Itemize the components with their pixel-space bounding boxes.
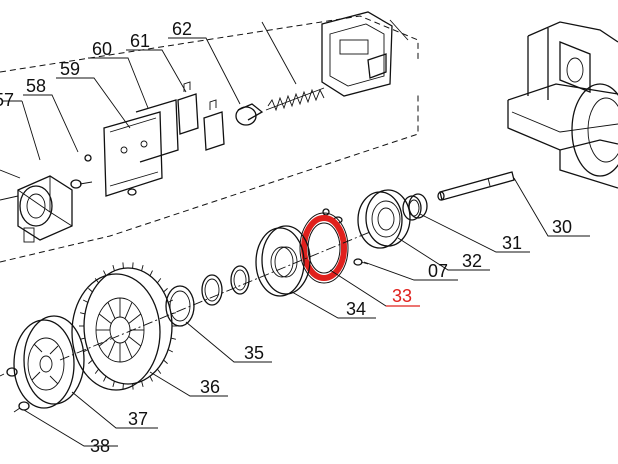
callout-32: 32 (462, 251, 482, 271)
gear-tooth (141, 264, 144, 271)
callout-62: 62 (172, 19, 192, 39)
gear-tooth (163, 288, 168, 293)
part-circlips (201, 265, 250, 306)
callout-38: 38 (90, 436, 110, 456)
callout-35: 35 (244, 343, 264, 363)
part-30-shaft (437, 171, 515, 201)
gear-spoke (124, 341, 133, 358)
callout-31: 31 (502, 233, 522, 253)
gear-tooth (103, 270, 107, 276)
part-37-hub (13, 315, 85, 409)
gear-tooth (122, 383, 124, 390)
gear-tooth (149, 270, 153, 276)
part-57-connector (0, 169, 73, 243)
gear-tooth (88, 288, 93, 293)
gear-tooth (94, 278, 99, 284)
callout-57: 57 (0, 90, 14, 110)
callout-34: 34 (346, 299, 366, 319)
gear-tooth (141, 381, 144, 388)
gear-tooth (112, 264, 115, 271)
gear-spoke (98, 313, 112, 324)
callout-59: 59 (60, 59, 80, 79)
callout-60: 60 (92, 39, 112, 59)
gear-tooth (122, 262, 124, 269)
callout-30: 30 (552, 217, 572, 237)
gear-tooth (167, 299, 174, 303)
motor-housing (507, 21, 618, 189)
gear-spoke (124, 302, 133, 319)
gear-tooth (132, 383, 134, 390)
gear-tooth (94, 368, 99, 374)
callout-58: 58 (26, 76, 46, 96)
part-32-bearing (357, 189, 411, 249)
gear-tooth (103, 376, 107, 382)
callout-labels: 57 58 59 60 61 62 30 31 32 07 33 34 35 3… (0, 19, 572, 456)
gear-tooth (82, 299, 89, 303)
part-58-screw (70, 154, 93, 189)
gear-spoke (107, 341, 116, 358)
gear-tooth (157, 278, 162, 284)
gear-tooth (163, 359, 168, 364)
gear-tooth (170, 312, 177, 315)
gear-tooth (167, 349, 174, 353)
gear-spoke (128, 313, 142, 324)
part-61-microswitch (177, 81, 225, 151)
callout-37: 37 (128, 409, 148, 429)
gear-tooth (88, 359, 93, 364)
subassembly-outline (0, 15, 419, 263)
callout-33-highlighted: 33 (392, 286, 412, 306)
gear-tooth (112, 381, 115, 388)
gear-spoke (98, 336, 112, 347)
part-62-spring (235, 87, 325, 126)
part-limit-switch-housing (321, 11, 393, 97)
gear-tooth (79, 312, 86, 315)
gear-tooth (132, 262, 134, 269)
gear-tooth (157, 368, 162, 374)
gear-spoke (107, 302, 116, 319)
part-36-gear (71, 262, 177, 391)
part-33-ring-highlighted (299, 212, 349, 284)
leader-lines (2, 19, 590, 447)
part-34-flange (255, 225, 311, 297)
gear-tooth (149, 376, 153, 382)
callout-61: 61 (130, 31, 150, 51)
gear-tooth (170, 337, 177, 340)
callout-07: 07 (428, 261, 448, 281)
part-60-bracket (103, 99, 179, 197)
gear-spoke (128, 336, 142, 347)
callout-36: 36 (200, 377, 220, 397)
